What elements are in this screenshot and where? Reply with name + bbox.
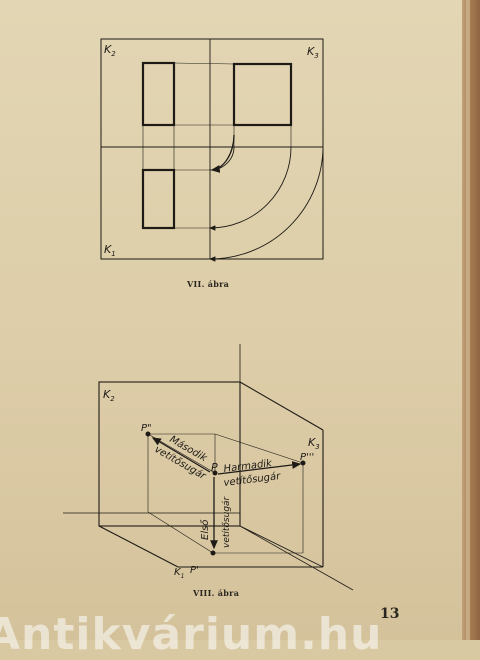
fig7-caption: VII. ábra [187,279,230,289]
fig8-diagonal-axis [239,525,354,591]
illustration-canvas: K2 K3 K1 [63,38,354,591]
fig8-point-p-triple [300,460,306,466]
fig7-small-arc [209,146,235,171]
fig7-label-k1: K1 [104,243,116,258]
fig7-label-k3: K3 [307,45,319,60]
fig7-arrow-small [210,134,235,173]
fig8-k3-top-edge [239,381,324,431]
book-page [0,0,462,640]
fig7-front-view-box [141,61,176,127]
fig8-point-p-double [145,431,151,437]
fig8-label-elso: Első [199,519,211,540]
fig7-labels: K2 K3 K1 [104,43,319,258]
fig8-label-k1: K1 [174,567,184,580]
fig8-point-p [212,470,218,476]
fig8-inner-floor [239,525,324,568]
fig8-label-p-double: P" [141,423,152,434]
fig8-label-p-triple: P''' [300,452,314,463]
fig7-side-view-box [232,62,293,127]
figure-8 [63,344,354,591]
fig8-label-k3: K3 [308,436,320,451]
fig8-ray-third [217,461,302,475]
figure-7 [100,38,324,262]
fig8-k1-left-edge [98,525,179,568]
fig8-label-elso-vetito: vetítősugár [222,495,232,548]
fig7-label-k2: K2 [104,43,116,58]
fig8-ray-second [151,437,211,473]
fig8-caption: VIII. ábra [193,588,240,598]
watermark-logo: Antikvárium.hu [0,609,383,660]
fig7-top-view-box [141,168,176,230]
fig8-label-p-single: P' [190,565,199,576]
spine-highlight [466,0,470,640]
fig8-point-p-single [210,550,216,556]
fig8-label-p: P [211,461,218,474]
fig7-mid-arc [209,146,292,231]
page-number: 13 [380,606,400,622]
fig7-outer-arc [209,146,324,262]
fig8-label-k2: K2 [103,388,115,403]
